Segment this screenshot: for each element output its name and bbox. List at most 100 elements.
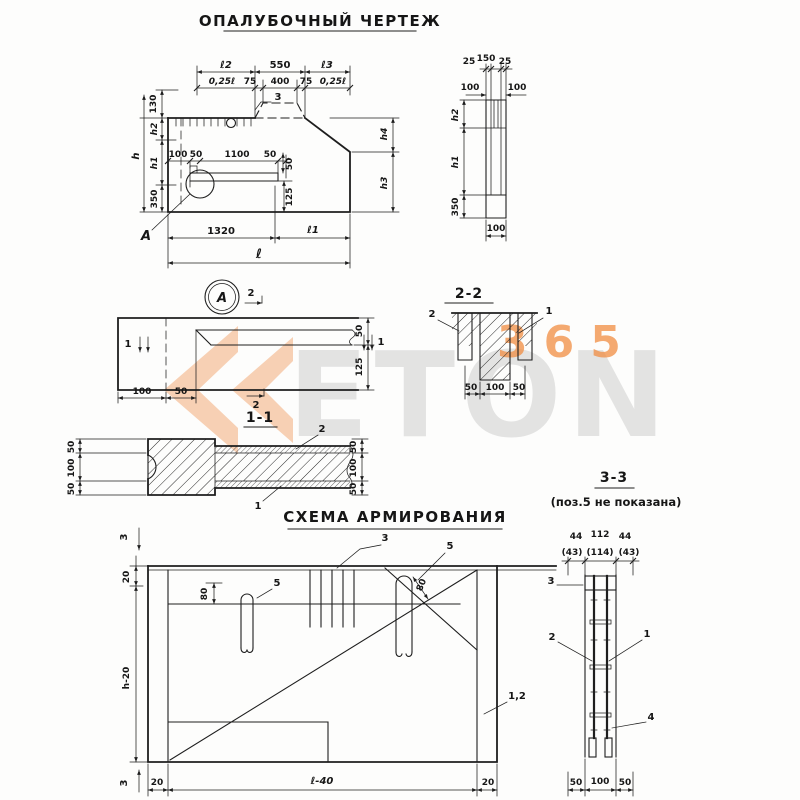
detail-a-outline: [117, 317, 359, 404]
scheme-dims-left: 20 h-20: [122, 555, 149, 763]
formwork-side-view: 25 150 25 100 100 h2 h1 350 100: [451, 54, 527, 242]
pos-5-left-label: 5: [274, 578, 281, 589]
detail-dim-50-b: 50: [175, 387, 188, 397]
dim-20-br: 20: [482, 778, 495, 788]
dim-50-b: 50: [264, 150, 277, 160]
section-11-leaders: 2 1: [255, 424, 326, 512]
detail-a-dims-bottom: 100 50: [117, 387, 197, 404]
dim-80-left: 80: [200, 588, 210, 601]
section-1-1: 1-1 2 1 50 100: [67, 410, 369, 512]
detail-a-title: А: [216, 291, 227, 306]
detail-a-view: А 2 2 1 1: [117, 279, 385, 411]
dim-550: 550: [270, 60, 291, 71]
scheme-outline: [147, 565, 557, 763]
s33-pos-1: 1: [644, 629, 651, 640]
mark-3-recess: 3: [254, 92, 282, 111]
dim-75-right: 75: [300, 77, 313, 87]
side-dimensions-top: 25 150 25 100 100: [461, 54, 527, 101]
lifting-loop-icon: [225, 117, 237, 129]
section-33-dims-bottom: 50 100 50: [567, 758, 634, 797]
side-dimensions-left: h2 h1 350: [451, 99, 487, 219]
dim-100-r: 100: [508, 83, 527, 93]
detail-a-ref-label: А: [140, 229, 151, 244]
detail-dim-50: 50: [355, 325, 365, 338]
section-mark-1-left: 1: [125, 336, 150, 353]
section-2-2: 2-2 2 1 50 100 50: [429, 286, 553, 400]
mark-3-top-label: 3: [119, 533, 130, 540]
section-11-body: [147, 438, 354, 496]
scheme-diagonal-bars: [169, 567, 478, 761]
side-dim-100-b: 100: [487, 224, 506, 234]
dim-h20: h-20: [122, 667, 132, 690]
mark-3-bottom-label: 3: [119, 779, 130, 786]
s33-top-44a: 44: [570, 532, 583, 542]
dim-1320: 1320: [207, 226, 235, 237]
hairpin-right-pos5: [395, 575, 413, 657]
detail-dim-125: 125: [355, 358, 365, 377]
dim-h2: h2: [150, 123, 160, 136]
dim-100: 100: [169, 150, 188, 160]
section-mark-2-top: 2: [244, 288, 263, 305]
dim-50-v: 50: [285, 158, 295, 171]
dim-130: 130: [149, 95, 159, 114]
section-11-dims-right: 50 100 50: [349, 438, 369, 496]
section-mark-1-right: 1: [362, 334, 385, 351]
dim-l40: ℓ-40: [310, 776, 334, 787]
mark-1-right-label: 1: [378, 337, 385, 348]
s33-top-43b: (43): [619, 548, 640, 558]
dim-150: 150: [477, 54, 496, 64]
section-33-note: (поз.5 не показана): [551, 495, 682, 509]
dim-l2: ℓ2: [219, 60, 232, 71]
dim-l1: ℓ1: [306, 225, 319, 236]
side-outline: [485, 99, 507, 219]
mark-2-top-label: 2: [248, 288, 255, 299]
dimensions-inner: 100 50 1100 50 50 125: [164, 150, 295, 213]
s11-left-50b: 50: [67, 483, 77, 496]
scheme-dim-80-left: 80: [200, 582, 223, 605]
reinforcement-drawing: СХЕМА АРМИРОВАНИЯ: [119, 470, 682, 797]
scheme-bars-pos3: [309, 569, 355, 628]
s33-top-114: (114): [586, 548, 613, 558]
s33-pos-4: 4: [648, 712, 655, 723]
dim-75-left: 75: [244, 77, 257, 87]
panel-outline: [167, 102, 351, 213]
dim-25-r: 25: [499, 57, 512, 67]
s11-left-100: 100: [67, 459, 77, 478]
section-11-title: 1-1: [246, 410, 274, 426]
dim-h: h: [131, 152, 142, 159]
dim-20-top: 20: [122, 571, 132, 584]
section-22-body: [451, 312, 538, 381]
scheme-mark-3-bottom: 3: [119, 769, 141, 793]
scheme-dim-80-right: 80: [412, 576, 429, 600]
watermark-chevron-icon: [164, 326, 238, 454]
dim-80-right: 80: [415, 578, 429, 593]
dim-l: ℓ: [255, 247, 262, 262]
scheme-leaders: 5 5 3 1,2: [256, 533, 526, 715]
s33-bottom-50b: 50: [619, 778, 632, 788]
dim-h4: h4: [380, 128, 390, 141]
s22-dim-100: 100: [486, 383, 505, 393]
dim-50-a: 50: [190, 150, 203, 160]
dim-100-l: 100: [461, 83, 480, 93]
s33-top-44b: 44: [619, 532, 632, 542]
dim-1100: 1100: [224, 150, 249, 160]
s11-right-100: 100: [349, 459, 359, 478]
section-33-title: 3-3: [600, 470, 628, 486]
mark-2-bottom-label: 2: [253, 400, 260, 411]
s33-bottom-50a: 50: [570, 778, 583, 788]
side-dim-h2: h2: [451, 109, 461, 122]
side-dim-350: 350: [451, 198, 461, 217]
dim-400: 400: [271, 77, 290, 87]
detail-a-dims-right: 50 125: [353, 317, 375, 391]
dimensions-right: h4 h3: [329, 117, 400, 213]
s11-leader-2: 2: [319, 424, 326, 435]
section-22-title: 2-2: [455, 286, 483, 302]
section-22-leaders: 2 1: [429, 306, 553, 334]
side-dim-h1: h1: [451, 156, 461, 169]
dim-h3: h3: [380, 177, 390, 190]
dimensions-left: 130 h2 h1 350 h: [131, 89, 179, 213]
formwork-main-view: А 3 ℓ2 550 ℓ3 0,25ℓ 75 400 75 0,25ℓ: [131, 60, 400, 269]
s22-dim-50-r: 50: [513, 383, 526, 393]
s11-right-50a: 50: [349, 441, 359, 454]
